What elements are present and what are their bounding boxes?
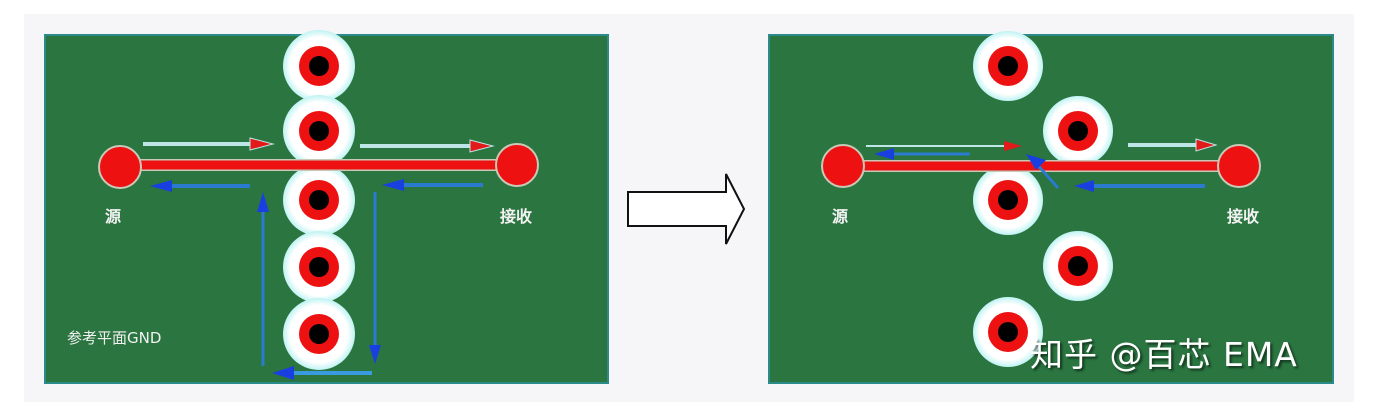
watermark-text: 知乎 @百芯 EMA (1030, 335, 1298, 374)
return-current-arrows-left (150, 179, 483, 380)
source-label-right: 源 (832, 207, 849, 226)
receiver-label-left: 接收 (500, 207, 533, 226)
transition-arrow-icon (627, 173, 746, 245)
receiver-label-right: 接收 (1227, 207, 1260, 226)
signal-current-arrows-left (143, 137, 495, 153)
pcb-board-right (768, 34, 1334, 384)
signal-trace-left (98, 143, 539, 189)
source-label-left: 源 (105, 207, 122, 226)
return-current-arrows-right (874, 148, 1205, 192)
via-pads-left (299, 46, 339, 354)
ground-plane-label: 参考平面GND (67, 329, 162, 347)
signal-current-arrows-right (866, 138, 1218, 152)
staggered-via-pads-right (988, 46, 1098, 352)
